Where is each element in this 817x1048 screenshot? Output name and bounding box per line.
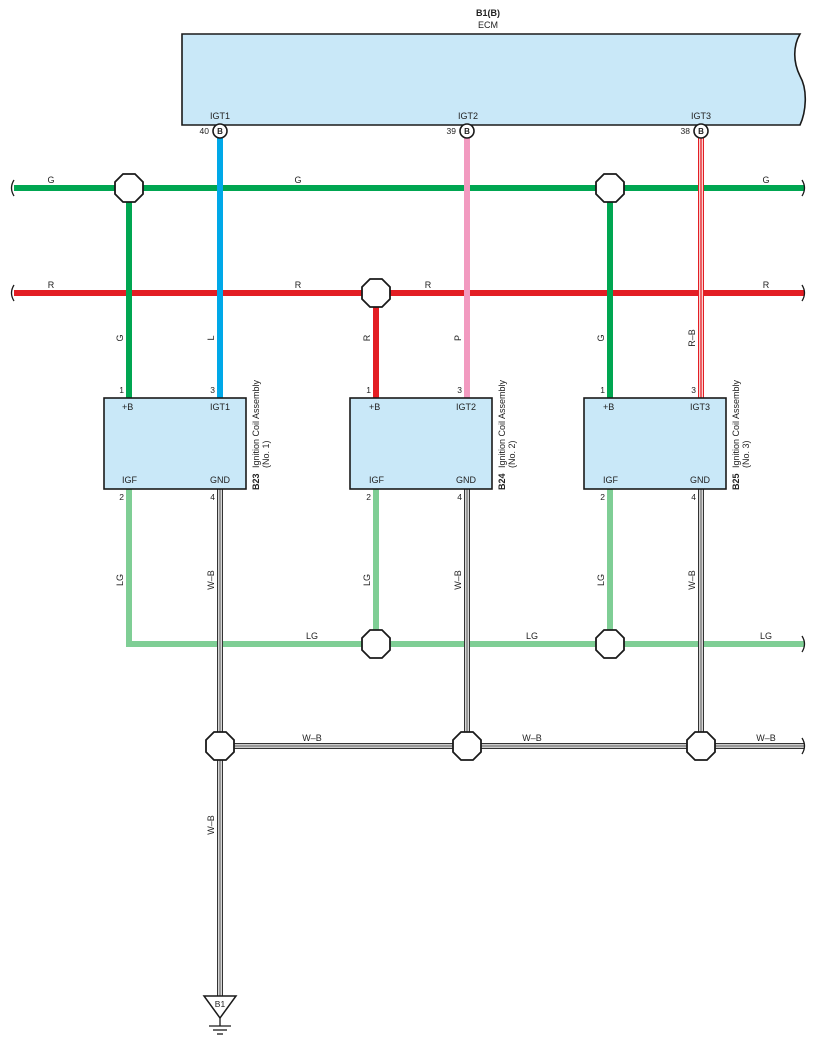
label-ground-wire: W–B — [206, 815, 216, 835]
coil-b23: +B IGT1 IGF GND 1 3 2 4 B23 Ignition Coi… — [103, 379, 271, 502]
ecm-component: B1(B) ECM IGT1 IGT2 IGT3 — [181, 8, 807, 126]
label-wb-bus-2: W–B — [522, 733, 542, 743]
coil1-number: (No. 1) — [261, 440, 271, 468]
junction-lg-1 — [361, 629, 391, 659]
coil3-desc: Ignition Coil Assembly — [731, 379, 741, 468]
ecm-pin-igt1-number: 40 — [200, 126, 210, 136]
coil3-label-igf: IGF — [603, 475, 619, 485]
coil2-label-igt: IGT2 — [456, 402, 476, 412]
label-r-bus-3: R — [425, 280, 432, 290]
ecm-badge-1: B — [217, 127, 223, 136]
coil1-code: B23 — [251, 473, 261, 490]
ecm-pin-igt2-label: IGT2 — [458, 111, 478, 121]
coil3-label-igt: IGT3 — [690, 402, 710, 412]
coil2-label-b: +B — [369, 402, 380, 412]
label-coil3-sig: R–B — [687, 329, 697, 347]
junction-g-1 — [114, 173, 144, 203]
ecm-name: ECM — [478, 20, 498, 30]
label-g-bus-1: G — [47, 175, 54, 185]
label-lg-bus-2: LG — [526, 631, 538, 641]
ground-code: B1 — [215, 999, 226, 1009]
wire-break-marks — [10, 179, 806, 755]
label-coil1-igf: LG — [115, 574, 125, 586]
junction-lg-2 — [595, 629, 625, 659]
ecm-pin-igt1-label: IGT1 — [210, 111, 230, 121]
coil3-number: (No. 3) — [741, 440, 751, 468]
coil-b25: +B IGT3 IGF GND 1 3 2 4 B25 Ignition Coi… — [583, 379, 751, 502]
label-g-bus-2: G — [294, 175, 301, 185]
coil2-pin4: 4 — [457, 492, 462, 502]
coil1-pin4: 4 — [210, 492, 215, 502]
ecm-box — [181, 33, 807, 126]
label-coil1-gnd: W–B — [206, 570, 216, 590]
label-coil3-in: G — [596, 334, 606, 341]
label-r-bus-4: R — [763, 280, 770, 290]
label-coil3-gnd: W–B — [687, 570, 697, 590]
coil2-pin2: 2 — [366, 492, 371, 502]
label-coil2-igf: LG — [362, 574, 372, 586]
label-g-bus-3: G — [762, 175, 769, 185]
label-wb-bus-3: W–B — [756, 733, 776, 743]
coil2-label-gnd: GND — [456, 475, 477, 485]
coil3-pin2: 2 — [600, 492, 605, 502]
ecm-badge-3: B — [698, 127, 704, 136]
coil1-label-igt: IGT1 — [210, 402, 230, 412]
label-lg-bus-3: LG — [760, 631, 772, 641]
coil1-label-igf: IGF — [122, 475, 138, 485]
ecm-badge-2: B — [464, 127, 470, 136]
coil1-pin2: 2 — [119, 492, 124, 502]
label-coil1-sig: L — [206, 335, 216, 340]
coil3-pin4: 4 — [691, 492, 696, 502]
ecm-pin-igt2-number: 39 — [447, 126, 457, 136]
coil3-label-b: +B — [603, 402, 614, 412]
coil-b24: +B IGT2 IGF GND 1 3 2 4 B24 Ignition Coi… — [349, 379, 517, 502]
coil1-pin3: 3 — [210, 385, 215, 395]
label-coil2-sig: P — [453, 335, 463, 341]
ecm-pin-igt3-number: 38 — [681, 126, 691, 136]
label-coil3-igf: LG — [596, 574, 606, 586]
ground-icon — [209, 1018, 231, 1035]
coil2-code: B24 — [497, 473, 507, 490]
coil3-label-gnd: GND — [690, 475, 711, 485]
ecm-pin-igt3-label: IGT3 — [691, 111, 711, 121]
junction-wb-1 — [205, 731, 235, 761]
coil3-pin1: 1 — [600, 385, 605, 395]
junction-g-2 — [595, 173, 625, 203]
coil2-pin1: 1 — [366, 385, 371, 395]
junction-wb-3 — [686, 731, 716, 761]
coil3-code: B25 — [731, 473, 741, 490]
label-wb-bus-1: W–B — [302, 733, 322, 743]
coil1-pin1: 1 — [119, 385, 124, 395]
coil1-desc: Ignition Coil Assembly — [251, 379, 261, 468]
label-lg-bus-1: LG — [306, 631, 318, 641]
coil3-pin3: 3 — [691, 385, 696, 395]
coil2-label-igf: IGF — [369, 475, 385, 485]
coil1-label-gnd: GND — [210, 475, 231, 485]
wire-wb-ground — [217, 489, 804, 1000]
junction-wb-2 — [452, 731, 482, 761]
coil2-pin3: 3 — [457, 385, 462, 395]
ecm-pin-markers: B B B 40 39 38 — [200, 123, 709, 139]
wire-labels: G G G R R R R LG LG LG W–B W–B W–B G L R… — [47, 175, 775, 835]
wire-lg-bus — [126, 489, 804, 647]
coil1-label-b: +B — [122, 402, 133, 412]
ground-triangle — [202, 995, 238, 1020]
label-r-bus-1: R — [48, 280, 55, 290]
label-coil1-in: G — [115, 334, 125, 341]
ecm-code: B1(B) — [476, 8, 500, 18]
ground-b1: B1 — [202, 995, 238, 1035]
label-coil2-in: R — [362, 334, 372, 341]
label-r-bus-2: R — [295, 280, 302, 290]
coil2-desc: Ignition Coil Assembly — [497, 379, 507, 468]
coil2-number: (No. 2) — [507, 440, 517, 468]
label-coil2-gnd: W–B — [453, 570, 463, 590]
junction-markers — [114, 173, 716, 761]
junction-r-1 — [361, 278, 391, 308]
